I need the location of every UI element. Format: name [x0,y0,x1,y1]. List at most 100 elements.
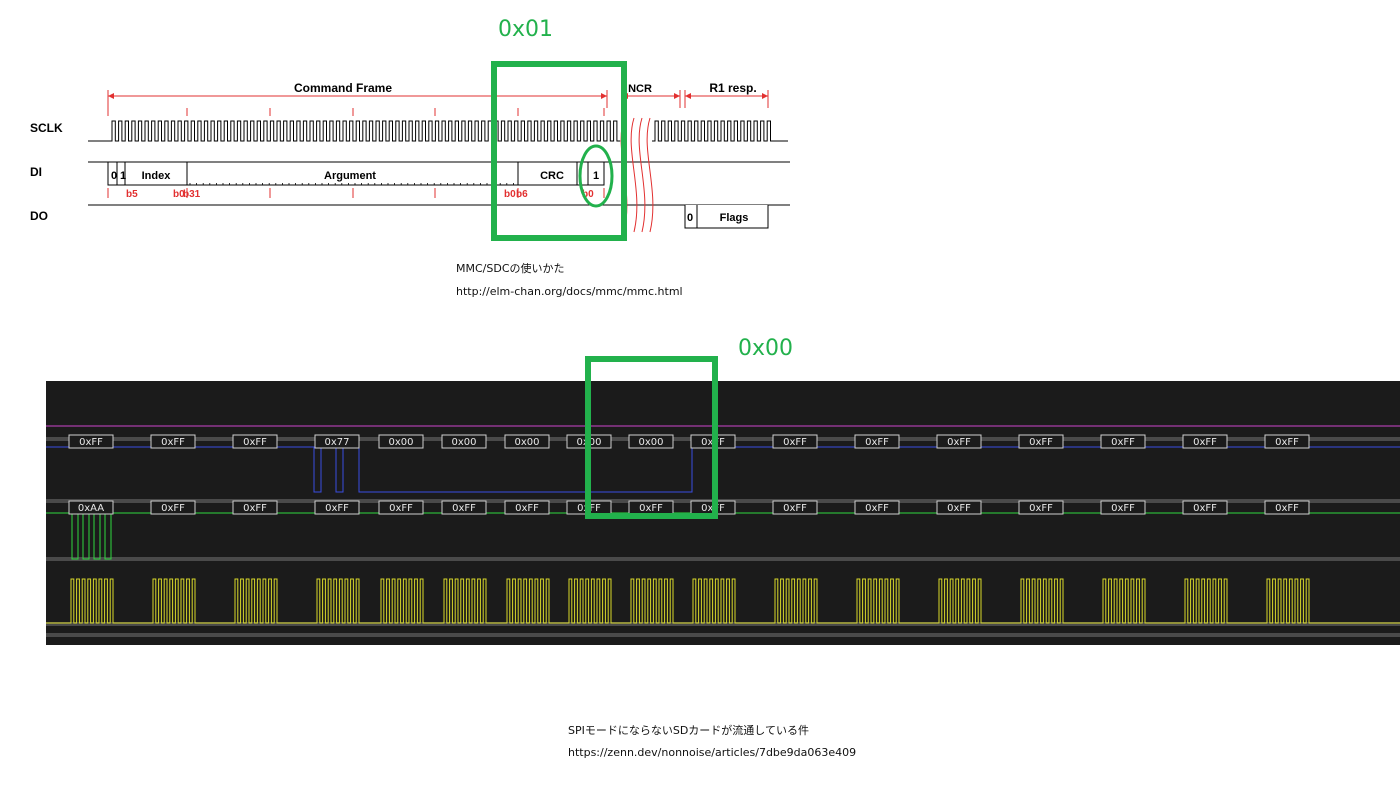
caption-link-zenn[interactable]: https://zenn.dev/nonnoise/articles/7dbe9… [568,746,857,759]
di-field-2: Index [142,170,172,182]
miso-byte-4: 0xFF [389,503,413,514]
command-frame-arrow-head-left [108,93,114,99]
sclk-waveform-resp [652,120,788,142]
mosi-byte-15-box [1182,434,1228,449]
ncr-break-curve-2 [638,117,646,233]
la-lane-separator-2 [46,557,1400,561]
miso-byte-8: 0xFF [639,503,663,514]
miso-byte-16-box [1264,500,1310,515]
bit-label-3: b0 [504,189,516,200]
miso-byte-15: 0xFF [1193,503,1217,514]
miso-byte-3: 0xFF [325,503,349,514]
clock-waveform [46,578,1400,624]
bit-label-4: b6 [516,189,528,200]
ncr-break-curve-1 [630,117,638,233]
mosi-byte-5: 0x00 [451,437,476,448]
frame-label-r1: R1 resp. [709,81,756,95]
mosi-byte-7: 0x00 [576,437,601,448]
mosi-byte-13-box [1018,434,1064,449]
miso-byte-6-box [504,500,550,515]
mosi-byte-8: 0x00 [638,437,663,448]
signal-label-di: DI [30,165,42,179]
la-lane-separator-4 [46,633,1400,637]
miso-byte-12: 0xFF [947,503,971,514]
frame-label-ncr: NCR [628,83,652,95]
miso-byte-5: 0xFF [452,503,476,514]
mosi-byte-12: 0xFF [947,437,971,448]
do-field-flags: Flags [720,212,749,224]
miso-byte-12-box [936,500,982,515]
miso-byte-2: 0xFF [243,503,267,514]
ncr-arrow-head-right [674,93,680,99]
bit-label-2: b31 [183,189,201,200]
miso-byte-13: 0xFF [1029,503,1053,514]
mosi-byte-4-box [378,434,424,449]
mosi-byte-6-box [504,434,550,449]
miso-byte-4-box [378,500,424,515]
miso-byte-0: 0xAA [78,503,104,514]
command-frame-arrow-head-right [601,93,607,99]
miso-byte-2-box [232,500,278,515]
miso-byte-15-box [1182,500,1228,515]
bit-label-0: b5 [126,189,138,200]
r1-resp-arrow-head-right [762,93,768,99]
signal-label-do: DO [30,209,48,223]
di-field-0: 0 [111,170,117,182]
caption-title-zenn: SPIモードにならないSDカードが流通している件 [568,724,809,737]
miso-byte-11-box [854,500,900,515]
mosi-byte-16: 0xFF [1275,437,1299,448]
mosi-byte-10-box [772,434,818,449]
mosi-byte-12-box [936,434,982,449]
ncr-break-curve-0 [620,117,628,233]
do-field-0: 0 [687,212,693,224]
ncr-break-curve-3 [646,117,654,233]
miso-byte-0-box [68,500,114,515]
mosi-byte-14-box [1100,434,1146,449]
miso-byte-6: 0xFF [515,503,539,514]
frame-label-command: Command Frame [294,81,392,95]
mosi-byte-9: 0xFF [701,437,725,448]
do-response-box [684,205,769,229]
r1-resp-arrow-head-left [685,93,691,99]
annotation-0x01: 0x01 [498,17,554,42]
miso-byte-10-box [772,500,818,515]
miso-byte-1-box [150,500,196,515]
di-field-1: 1 [120,170,126,182]
miso-byte-14-box [1100,500,1146,515]
mosi-byte-2-box [232,434,278,449]
caption-link-mmc[interactable]: http://elm-chan.org/docs/mmc/mmc.html [456,285,683,298]
mosi-byte-13: 0xFF [1029,437,1053,448]
miso-waveform [46,512,1400,560]
miso-byte-5-box [441,500,487,515]
mosi-byte-16-box [1264,434,1310,449]
bit-label-1: b0 [173,189,185,200]
miso-byte-1: 0xFF [161,503,185,514]
caption-title-mmc: MMC/SDCの使いかた [456,262,565,275]
mosi-byte-11-box [854,434,900,449]
annotation-0x00: 0x00 [738,336,794,361]
mosi-byte-0: 0xFF [79,437,103,448]
signal-label-sclk: SCLK [30,121,63,135]
mosi-waveform [46,446,1400,493]
di-field-5: 1 [593,170,599,182]
mosi-byte-1: 0xFF [161,437,185,448]
la-lane-separator-3 [46,622,1400,626]
mosi-byte-2: 0xFF [243,437,267,448]
miso-byte-13-box [1018,500,1064,515]
miso-byte-9: 0xFF [701,503,725,514]
miso-byte-11: 0xFF [865,503,889,514]
mosi-byte-1-box [150,434,196,449]
miso-byte-16: 0xFF [1275,503,1299,514]
miso-byte-14: 0xFF [1111,503,1135,514]
bit-label-5: b0 [582,189,594,200]
di-field-4: CRC [540,170,564,182]
miso-byte-3-box [314,500,360,515]
di-field-3: Argument [324,170,376,182]
miso-byte-10: 0xFF [783,503,807,514]
mosi-byte-5-box [441,434,487,449]
mosi-byte-3: 0x77 [324,437,349,448]
di-bit-ticks [189,183,514,185]
mosi-byte-0-box [68,434,114,449]
